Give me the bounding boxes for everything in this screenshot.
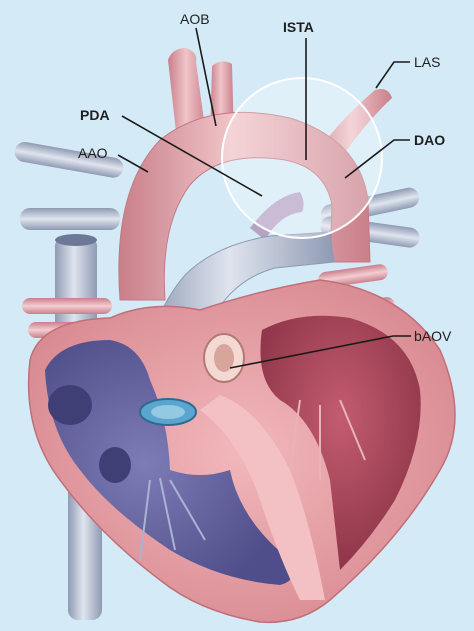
isthmus-highlight-circle — [222, 78, 382, 238]
label-aao: AAO — [78, 145, 108, 161]
tricuspid-opening — [48, 385, 92, 425]
coronary-sinus — [99, 447, 131, 483]
pulmonary-artery-left-1 — [22, 298, 112, 314]
pulmonary-valve-inner — [151, 405, 185, 419]
label-ista: ISTA — [283, 19, 314, 35]
superior-vena-cava-opening — [55, 234, 97, 246]
label-baov: bAOV — [414, 328, 452, 344]
leader-las — [376, 62, 410, 88]
label-aob: AOB — [180, 11, 210, 27]
label-pda: PDA — [80, 107, 110, 123]
label-las: LAS — [414, 54, 440, 70]
pulmonary-vein-left-lower — [13, 140, 125, 179]
pulmonary-vein-left-upper — [20, 208, 120, 230]
label-dao: DAO — [414, 132, 445, 148]
